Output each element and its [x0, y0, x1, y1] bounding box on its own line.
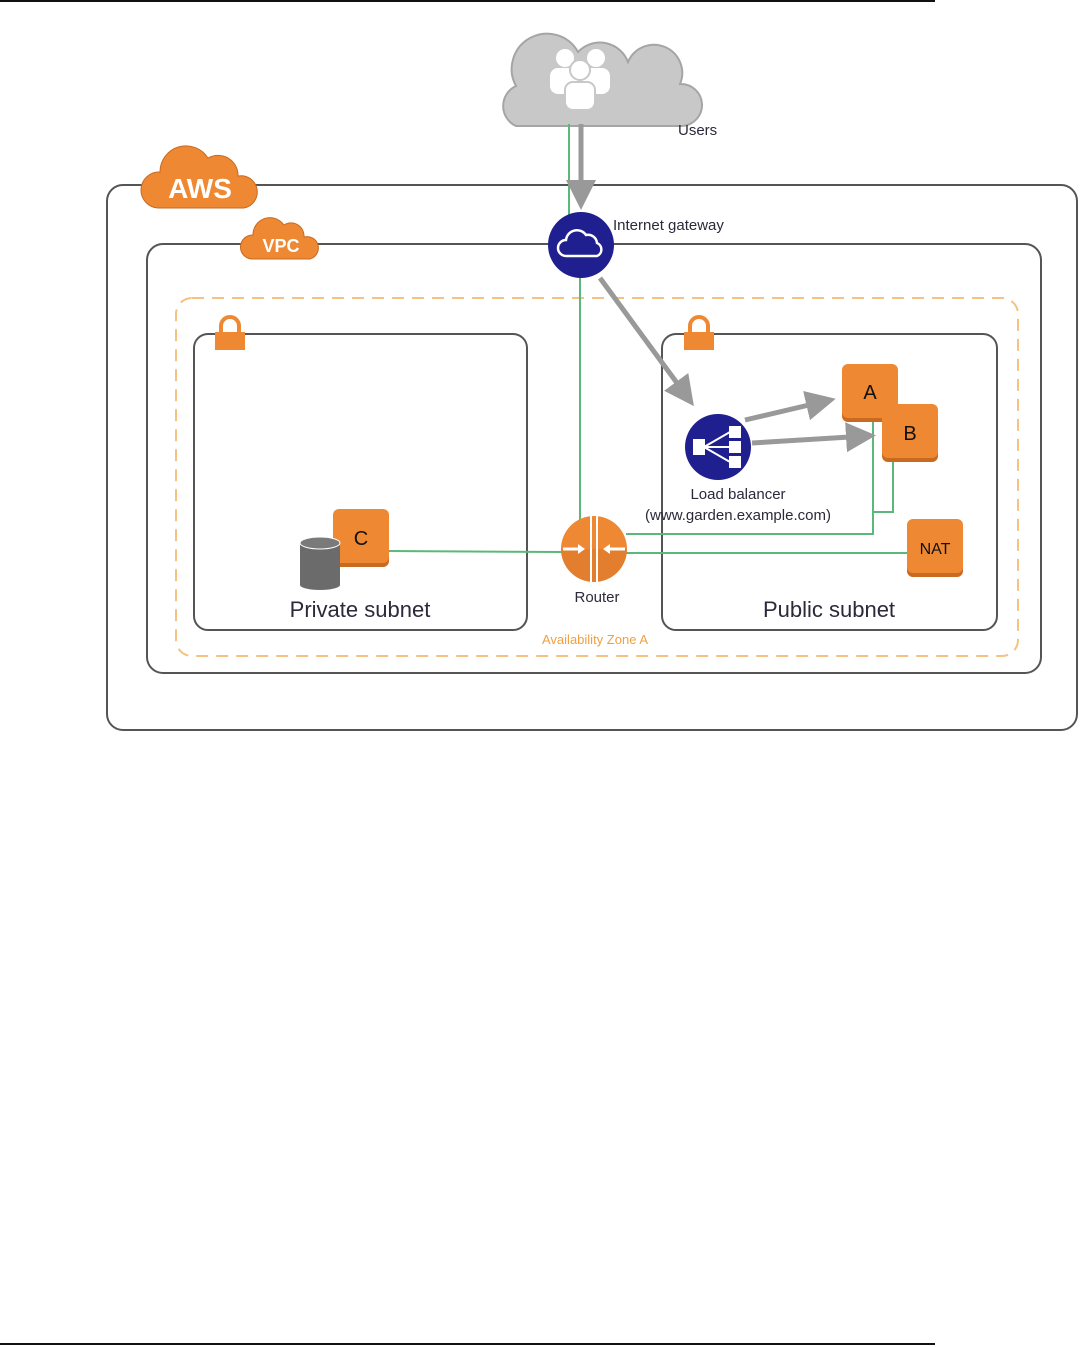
instance-b-label: B — [903, 423, 916, 445]
load-balancer-host: (www.garden.example.com) — [645, 507, 831, 524]
aws-cloud-icon — [140, 145, 258, 209]
flow-lb-to-b — [751, 422, 876, 453]
public-subnet-container — [661, 333, 998, 631]
instance-a-label: A — [863, 382, 877, 404]
aws-label: AWS — [168, 173, 232, 204]
internet-gateway-icon — [548, 212, 614, 278]
private-subnet-label: Private subnet — [290, 597, 431, 622]
router-icon — [561, 516, 627, 582]
database-icon — [299, 536, 341, 590]
availability-zone-label: Availability Zone A — [542, 632, 648, 647]
bottom-rule — [0, 1343, 935, 1345]
availability-zone-container — [175, 297, 1019, 657]
users-label: Users — [678, 122, 717, 139]
vpc-cloud-icon — [240, 217, 319, 260]
router-label: Router — [574, 589, 619, 606]
instance-c-label: C — [354, 528, 368, 550]
load-balancer-icon — [685, 414, 751, 480]
instance-c — [333, 509, 389, 567]
private-subnet-lock-icon — [215, 315, 245, 350]
load-balancer-label: Load balancer — [690, 486, 785, 503]
nat-label: NAT — [920, 541, 951, 558]
users-cloud-icon — [502, 32, 703, 127]
flow-lb-to-a — [744, 390, 836, 423]
top-rule — [0, 0, 935, 2]
instance-b — [882, 404, 938, 462]
internet-gateway-label: Internet gateway — [613, 217, 724, 234]
public-subnet-label: Public subnet — [763, 597, 895, 622]
traffic-flow-arrows — [566, 124, 876, 453]
flow-gateway-to-lb — [597, 276, 694, 407]
public-subnet-lock-icon — [684, 315, 714, 350]
nat-instance — [907, 519, 963, 577]
vpc-label: VPC — [262, 236, 299, 256]
users-icon — [550, 49, 610, 111]
private-subnet-container — [193, 333, 528, 631]
